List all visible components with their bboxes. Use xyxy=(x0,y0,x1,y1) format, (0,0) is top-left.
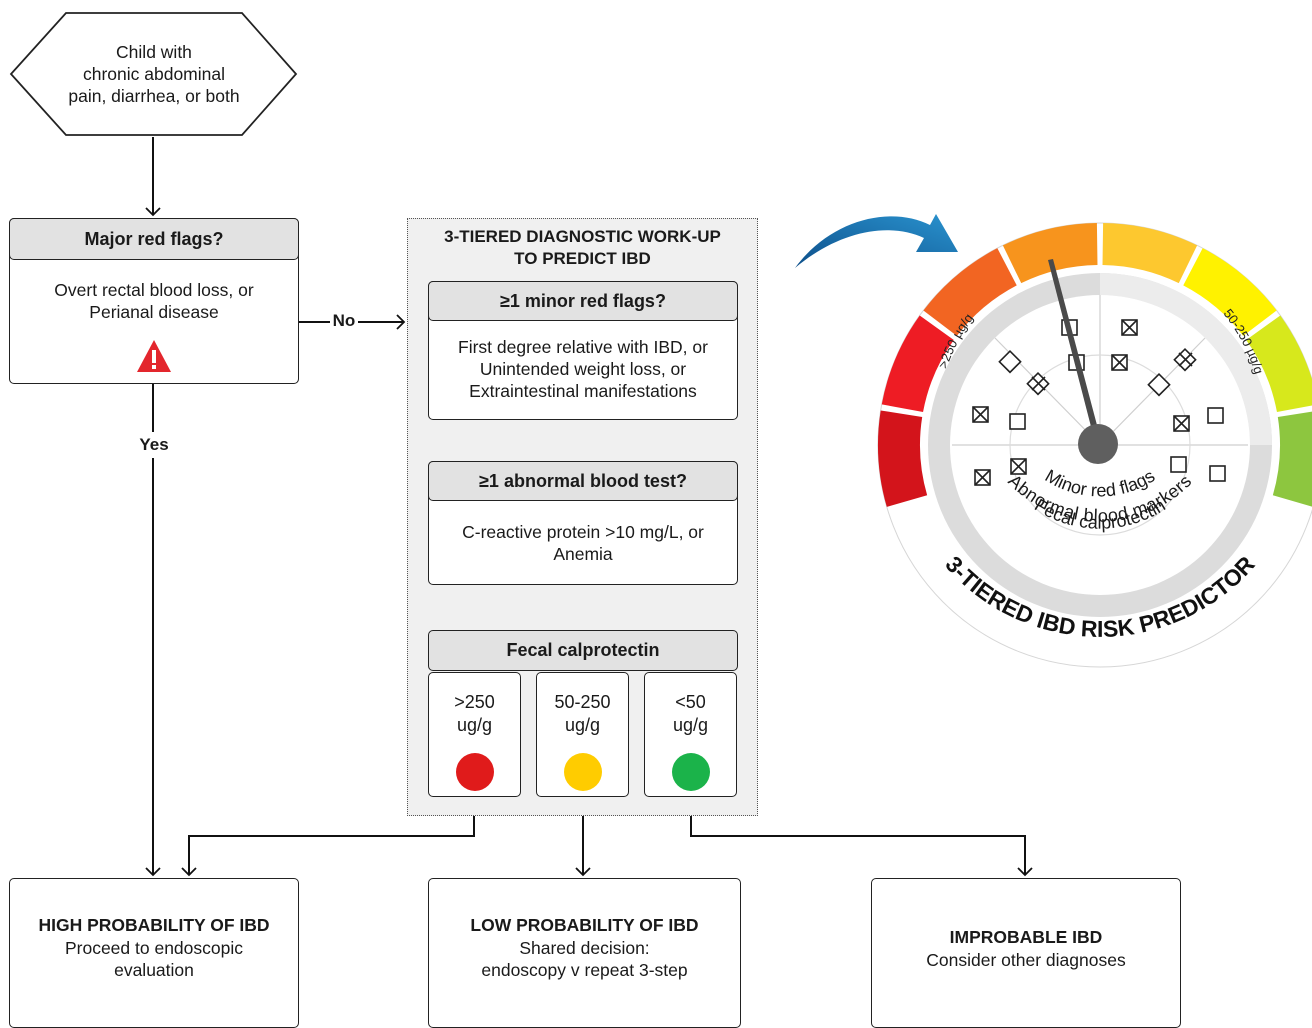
gauge-inner-ring xyxy=(1009,354,1191,536)
improbable-body: Consider other diagnoses xyxy=(926,950,1126,970)
checkbox-icon xyxy=(998,349,1022,374)
curved-arrow-icon xyxy=(795,214,958,268)
major-red-flags-header: Major red flags? xyxy=(9,218,299,260)
calprotectin-high-box: >250 ug/g xyxy=(428,672,521,797)
calprotectin-low-box: <50 ug/g xyxy=(644,672,737,797)
no-label: No xyxy=(332,311,356,330)
arrow-green-to-improbable xyxy=(690,797,1033,877)
calprotectin-high-label: >250 ug/g xyxy=(454,692,495,735)
gauge-segment xyxy=(1272,411,1312,507)
gauge-segment xyxy=(881,315,954,413)
yes-label: Yes xyxy=(139,435,169,454)
gauge-segment xyxy=(1102,223,1198,284)
high-probability-box: HIGH PROBABILITY OF IBD Proceed to endos… xyxy=(9,878,299,1028)
checkbox-icon xyxy=(1209,465,1226,482)
gauge-segment xyxy=(1002,223,1098,284)
low-probability-title: LOW PROBABILITY OF IBD xyxy=(470,915,699,935)
checked-box-icon xyxy=(972,406,989,423)
checkbox-icon xyxy=(1009,413,1026,430)
major-red-flags-body: Overt rectal blood loss, or Perianal dis… xyxy=(54,280,254,322)
gauge-segment xyxy=(923,248,1017,336)
checkbox-icon xyxy=(1207,407,1224,424)
calprotectin-low-label: <50 ug/g xyxy=(672,692,709,735)
gauge-hub xyxy=(1078,424,1118,464)
gauge-segment xyxy=(878,410,928,507)
green-dot-icon xyxy=(672,753,710,791)
checked-box-icon xyxy=(1010,458,1027,475)
gauge-range-band-light xyxy=(1100,273,1272,445)
tier2-header: ≥1 abnormal blood test? xyxy=(428,461,738,501)
checked-box-icon xyxy=(1111,354,1128,371)
gauge-segment xyxy=(1246,315,1312,413)
calprotectin-mid-box: 50-250 ug/g xyxy=(536,672,629,797)
start-text: Child with chronic abdominal pain, diarr… xyxy=(68,42,240,106)
gauge-segment xyxy=(1183,248,1277,336)
tier1-header: ≥1 minor red flags? xyxy=(428,281,738,321)
gauge-segment-ring xyxy=(878,223,1312,507)
checked-box-icon xyxy=(1173,347,1197,372)
low-probability-body: Shared decision: endoscopy v repeat 3-st… xyxy=(481,938,688,980)
warning-triangle-icon xyxy=(137,340,171,372)
improbable-title: IMPROBABLE IBD xyxy=(949,927,1103,947)
improbable-box: IMPROBABLE IBD Consider other diagnoses xyxy=(871,878,1181,1028)
gauge-checked-box-group xyxy=(972,319,1197,486)
low-probability-box: LOW PROBABILITY OF IBD Shared decision: … xyxy=(428,878,741,1028)
checkbox-icon xyxy=(1147,372,1171,397)
calprotectin-mid-label: 50-250 ug/g xyxy=(554,692,611,735)
tier2-body: C-reactive protein >10 mg/L, or Anemia xyxy=(462,522,704,564)
tier1-body: First degree relative with IBD, or Unint… xyxy=(458,337,708,401)
tier3-header: Fecal calprotectin xyxy=(428,630,738,671)
checked-box-icon xyxy=(1173,415,1190,432)
gauge-needle xyxy=(1048,259,1102,446)
yellow-dot-icon xyxy=(564,753,602,791)
checked-box-icon xyxy=(974,469,991,486)
high-probability-title: HIGH PROBABILITY OF IBD xyxy=(38,915,270,935)
red-dot-icon xyxy=(456,753,494,791)
checked-box-icon xyxy=(1026,371,1050,396)
arrow-red-to-high xyxy=(181,797,475,877)
high-probability-body: Proceed to endoscopic evaluation xyxy=(64,938,244,980)
checked-box-icon xyxy=(1121,319,1138,336)
start-hexagon xyxy=(9,12,298,136)
checkbox-icon xyxy=(1170,456,1187,473)
workup-title: 3-TIERED DIAGNOSTIC WORK-UP TO PREDICT I… xyxy=(444,227,721,268)
risk-predictor-gauge: Minor red flags Abnormal blood markers F… xyxy=(795,214,1312,668)
